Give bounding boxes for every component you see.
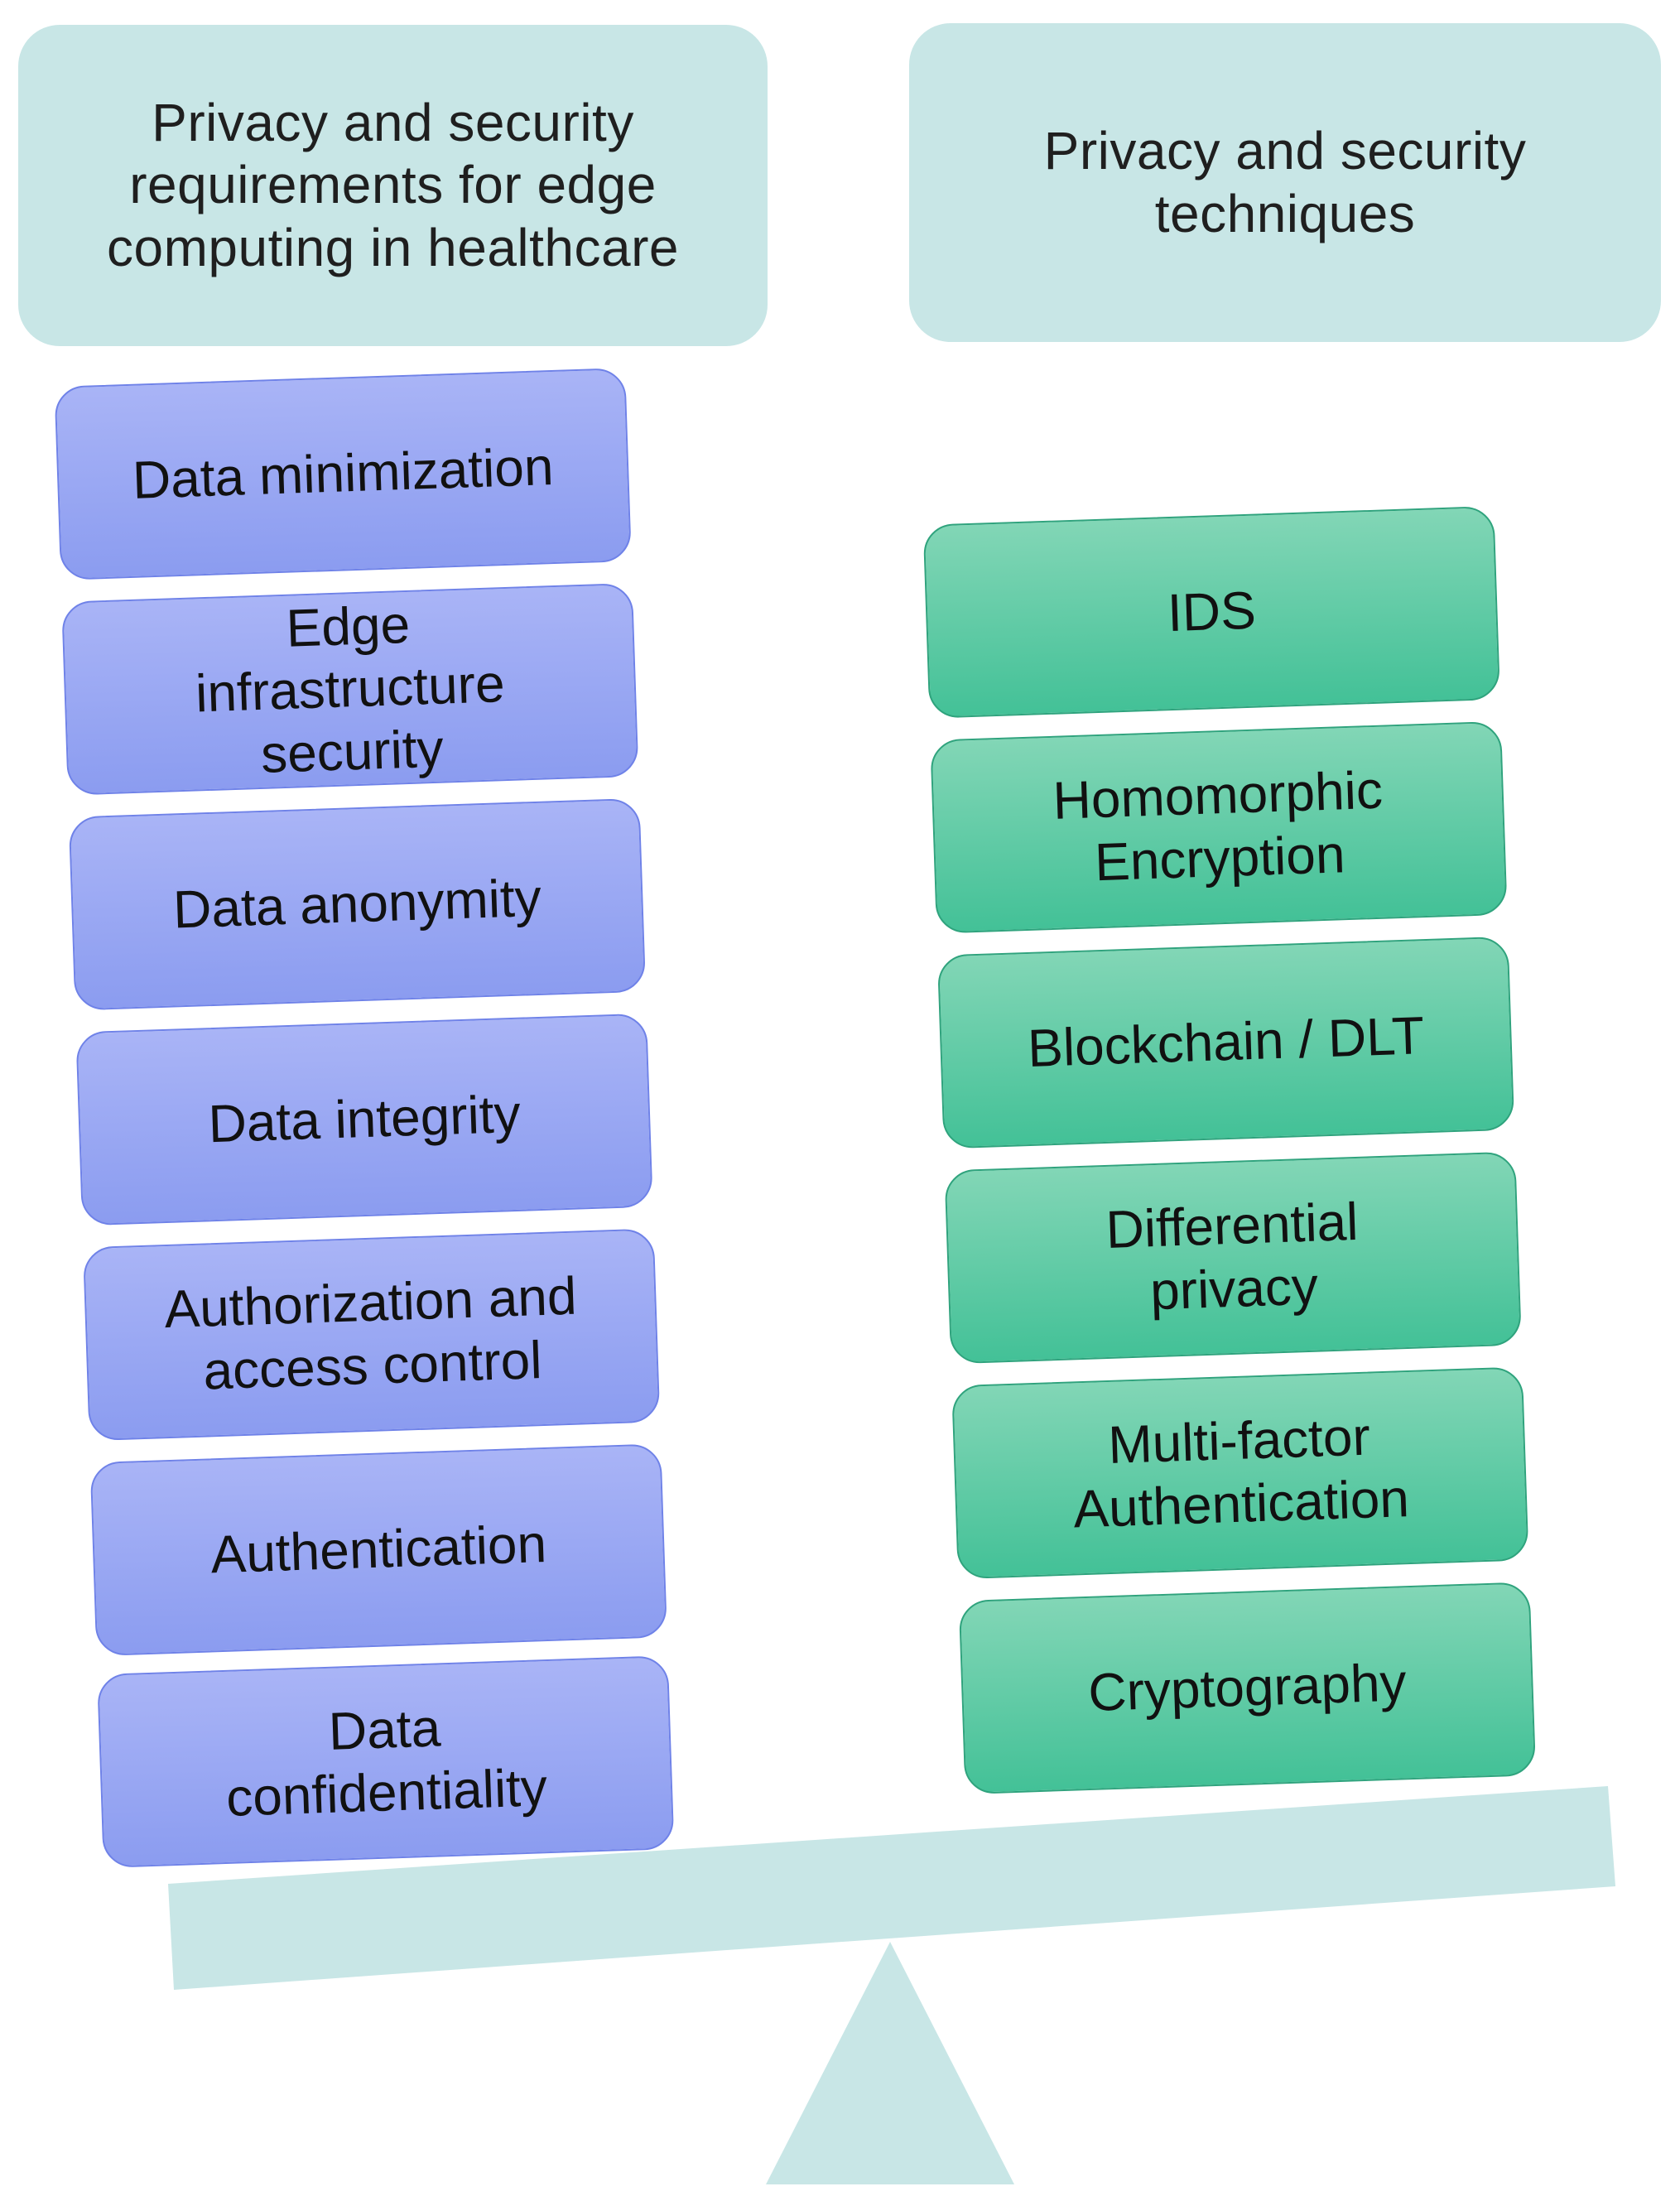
scale-beam	[168, 1786, 1615, 1990]
technique-label: Homomorphic Encryption	[1052, 760, 1384, 893]
requirement-item-edge-infrastructure-security: Edge infrastructure security	[61, 582, 639, 796]
requirements-header: Privacy and security requirements for ed…	[18, 25, 768, 346]
technique-label: Blockchain / DLT	[1027, 1005, 1426, 1079]
requirement-item-data-minimization: Data minimization	[54, 368, 632, 580]
requirement-item-authentication: Authentication	[89, 1443, 667, 1657]
technique-item-ids: IDS	[922, 505, 1501, 719]
technique-item-blockchain-dlt: Blockchain / DLT	[936, 936, 1515, 1149]
requirement-label: Authorization and access control	[163, 1266, 578, 1401]
technique-item-cryptography: Cryptography	[958, 1582, 1537, 1795]
technique-item-differential-privacy: Differential privacy	[944, 1151, 1522, 1365]
requirements-header-text: Privacy and security requirements for ed…	[106, 92, 680, 277]
techniques-header: Privacy and security techniques	[909, 23, 1661, 342]
technique-label: Cryptography	[1087, 1652, 1408, 1723]
requirement-label: Edge infrastructure security	[194, 594, 506, 784]
requirement-label: Authentication	[209, 1514, 548, 1585]
requirement-label: Data anonymity	[172, 868, 542, 940]
technique-item-homomorphic-encryption: Homomorphic Encryption	[930, 720, 1508, 934]
technique-item-multi-factor-authentication: Multi-factor Authentication	[951, 1366, 1529, 1580]
requirement-item-data-confidentiality: Data confidentiality	[97, 1655, 675, 1868]
requirement-label: Data confidentiality	[225, 1698, 548, 1828]
techniques-stack: IDS Homomorphic Encryption Blockchain / …	[922, 505, 1537, 1799]
scale-fulcrum	[766, 1942, 1014, 2184]
technique-label: Differential privacy	[1105, 1192, 1360, 1322]
techniques-header-text: Privacy and security techniques	[1043, 120, 1527, 243]
requirement-label: Data minimization	[131, 436, 555, 511]
requirement-label: Data integrity	[207, 1084, 522, 1154]
requirement-item-data-integrity: Data integrity	[75, 1013, 653, 1226]
requirement-item-authorization: Authorization and access control	[82, 1228, 661, 1442]
requirements-stack: Data minimization Edge infrastructure se…	[54, 368, 675, 1868]
technique-label: IDS	[1166, 580, 1257, 643]
requirement-item-data-anonymity: Data anonymity	[68, 797, 647, 1011]
technique-label: Multi-factor Authentication	[1072, 1407, 1410, 1539]
